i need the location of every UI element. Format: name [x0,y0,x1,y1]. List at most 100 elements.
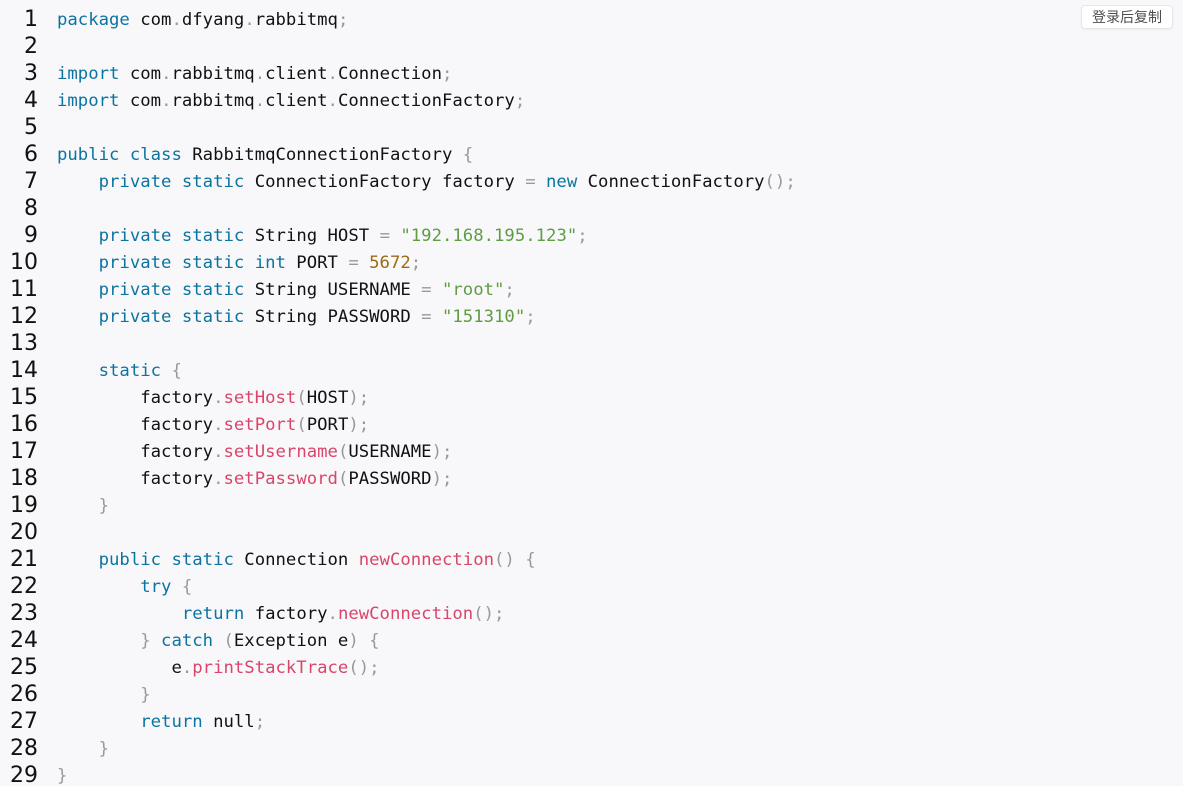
code-token [432,307,442,327]
code-token: ConnectionFactory factory [244,171,526,192]
code-line: 29} [0,762,1183,786]
code-token: . [244,9,255,30]
code-token: ( [296,414,307,435]
code-token: package [57,9,130,30]
line-number: 17 [10,439,38,464]
copy-button[interactable]: 登录后复制 [1081,5,1173,29]
code-text: factory.setPort(PORT); [38,415,369,435]
code-token: ; [504,279,515,300]
code-token: rabbitmq [254,9,338,30]
code-token: private static [98,171,245,192]
code-text: static { [38,361,182,381]
line-number: 14 [10,358,38,383]
code-token: String PASSWORD [244,306,422,327]
code-text: e.printStackTrace(); [38,657,379,678]
code-token: Connection [233,549,359,570]
code-token [57,685,140,705]
code-line: 7 private static ConnectionFactory facto… [0,168,1183,195]
code-text: try { [38,577,192,597]
code-line: 12 private static String PASSWORD = "151… [0,303,1183,330]
line-number: 12 [10,304,38,329]
code-token: private static [98,279,245,300]
code-token: setHost [223,387,297,408]
code-token [359,253,369,273]
line-number: 8 [24,196,38,221]
code-token: com [119,63,162,84]
code-token: = [348,252,359,273]
code-token: PORT [306,414,349,435]
code-text: public class RabbitmqConnectionFactory { [38,145,473,165]
line-number: 23 [10,601,38,626]
code-token [57,361,99,381]
code-token: } [98,738,110,759]
code-token: USERNAME [348,441,432,462]
code-line: 17 factory.setUsername(USERNAME); [0,438,1183,465]
code-token: 5672 [369,252,411,273]
code-token: ( [223,630,234,651]
code-token: { [171,360,182,381]
line-number: 6 [24,142,38,167]
code-line: 11 private static String USERNAME = "roo… [0,276,1183,303]
code-token: ; [337,9,349,30]
code-token: public static [98,549,234,570]
line-number: 4 [24,88,38,113]
code-token [432,280,442,300]
code-token: . [254,90,266,111]
code-line: 9 private static String HOST = "192.168.… [0,222,1183,249]
code-token [57,712,140,732]
code-token [57,307,99,327]
code-token: HOST [306,387,349,408]
code-token: ; [577,225,588,246]
code-token: PORT [285,252,349,273]
code-token: e [57,657,182,678]
code-token [161,361,171,381]
code-token: private static int [98,252,286,273]
line-number: 10 [10,250,38,275]
code-token [57,496,99,516]
code-token: new [546,171,578,192]
code-token: (); [764,171,796,192]
code-token: factory [57,387,214,408]
code-token [57,631,140,651]
code-token: = [421,306,432,327]
line-number: 9 [24,223,38,248]
code-token: ; [525,306,536,327]
code-text: } catch (Exception e) { [38,630,380,651]
code-token: client [265,90,328,111]
code-token: . [254,63,266,84]
code-token: printStackTrace [192,657,349,678]
code-line: 10 private static int PORT = 5672; [0,249,1183,276]
code-token [57,739,99,759]
code-text: import com.rabbitmq.client.ConnectionFac… [38,91,525,111]
code-token [57,253,99,273]
code-token [359,631,369,651]
code-token: newConnection [358,549,495,570]
code-token: null [202,711,255,732]
code-token [213,631,223,651]
code-text: } [38,766,67,786]
line-number: 22 [10,574,38,599]
code-token [57,577,140,597]
code-line: 5 [0,114,1183,141]
code-text: } [38,739,109,759]
code-token: . [213,441,224,462]
code-token: ); [431,441,453,462]
line-number: 28 [10,736,38,761]
code-token: ); [431,468,453,489]
code-line: 14 static { [0,357,1183,384]
line-number: 21 [10,547,38,572]
code-text: factory.setPassword(PASSWORD); [38,469,452,489]
line-number: 20 [10,520,38,545]
code-token: com [129,9,172,30]
code-token [57,226,99,246]
code-token: "root" [441,279,505,300]
code-token: = [379,225,390,246]
code-text: private static String HOST = "192.168.19… [38,226,588,246]
code-token: { [369,630,380,651]
code-token [151,631,161,651]
line-number: 16 [10,412,38,437]
code-line: 15 factory.setHost(HOST); [0,384,1183,411]
line-number: 15 [10,385,38,410]
